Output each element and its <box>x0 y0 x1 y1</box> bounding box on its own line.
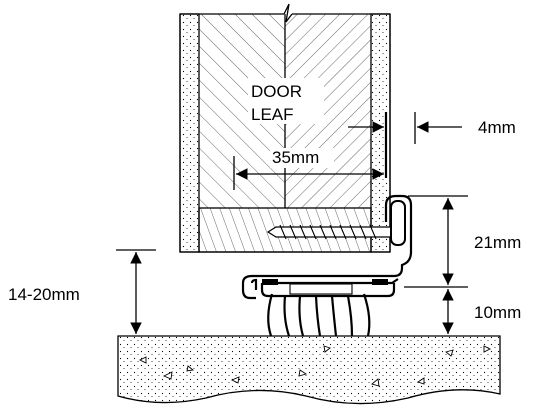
fixing-screw <box>266 224 393 240</box>
door-lipping-left <box>179 13 200 253</box>
label-backdrop <box>248 78 324 124</box>
door-leaf-label-line1: DOOR <box>251 82 302 101</box>
dimension-21mm: 21mm <box>404 195 521 288</box>
dimension-14-20mm-label: 14-20mm <box>8 285 80 304</box>
brush-seal <box>267 293 372 337</box>
floor-slab <box>117 335 501 405</box>
dimension-4mm: 4mm <box>348 112 516 178</box>
dimension-10mm: 10mm <box>442 289 521 334</box>
dimension-14-20mm: 14-20mm <box>8 249 156 334</box>
dimension-10mm-label: 10mm <box>474 303 521 322</box>
dimension-35mm: 35mm <box>233 148 384 190</box>
dimension-35mm-label: 35mm <box>272 148 319 167</box>
dimension-21mm-label: 21mm <box>474 233 521 252</box>
break-mark <box>283 3 293 23</box>
door-lipping-right <box>370 13 391 253</box>
door-leaf-label-line2: LEAF <box>251 105 294 124</box>
dimension-4mm-label: 4mm <box>478 118 516 137</box>
seal-insert-left <box>262 279 278 285</box>
seal-carrier-profile <box>241 194 413 300</box>
seal-insert-right <box>372 279 388 285</box>
door-leaf <box>179 3 391 253</box>
